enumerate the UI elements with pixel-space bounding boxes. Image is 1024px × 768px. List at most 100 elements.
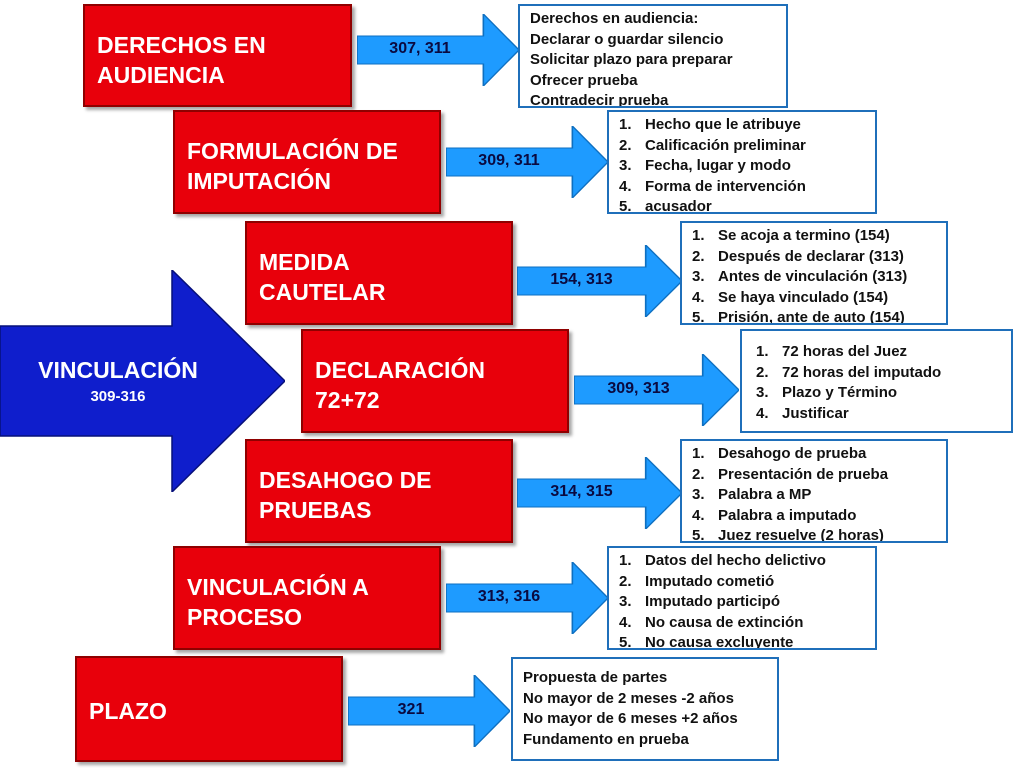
step-label-line-1: DERECHOS EN	[97, 32, 266, 58]
info-line: 5.Prisión, ante de auto (154)	[692, 309, 905, 325]
info-line: 4.Forma de intervención	[619, 177, 806, 195]
info-box-plazo: Propuesta de partes No mayor de 2 meses …	[511, 657, 779, 761]
info-line: No mayor de 6 meses +2 años	[523, 710, 738, 727]
step-label-line-2: AUDIENCIA	[97, 62, 225, 88]
info-line: 2.Imputado cometió	[619, 572, 775, 590]
step-label-line-1: MEDIDA	[259, 249, 350, 275]
article-label: 313, 316	[477, 588, 541, 605]
info-box-proceso: 1.Datos del hecho delictivo 2.Imputado c…	[607, 546, 877, 650]
article-label: 314, 315	[550, 483, 613, 500]
step-label-line-2: 72+72	[315, 387, 380, 413]
info-item-text: No causa de extinción	[645, 613, 804, 631]
info-line: 5.acusador	[619, 198, 712, 214]
step-label-line-2: PRUEBAS	[259, 497, 372, 523]
info-line: 4.Justificar	[756, 404, 849, 422]
info-item-text: 72 horas del Juez	[782, 343, 908, 360]
info-item-text: Fecha, lugar y modo	[645, 157, 791, 174]
info-line: Propuesta de partes	[523, 669, 668, 686]
info-box-desahogo: 1.Desahogo de prueba 2.Presentación de p…	[680, 439, 948, 543]
info-line: 3.Plazo y Término	[756, 384, 898, 401]
step-box-imputacion: FORMULACIÓN DE IMPUTACIÓN	[173, 110, 441, 214]
info-box-declaracion: 1.72 horas del Juez 2.72 horas del imput…	[740, 329, 1013, 433]
article-arrow-proceso: 313, 316	[446, 562, 608, 634]
info-line: 3.Palabra a MP	[692, 486, 812, 503]
info-item-text: Presentación de prueba	[718, 465, 889, 483]
info-item-text: Plazo y Término	[782, 384, 898, 401]
info-box-medida: 1.Se acoja a termino (154) 2.Después de …	[680, 221, 948, 325]
info-line: 1.Se acoja a termino (154)	[692, 227, 890, 244]
info-item-text: Palabra a MP	[718, 486, 812, 503]
info-item-text: acusador	[645, 198, 712, 214]
info-item-text: Juez resuelve (2 horas)	[718, 527, 884, 543]
info-line: 2.Calificación preliminar	[619, 136, 806, 154]
step-label-line-1: FORMULACIÓN DE	[187, 138, 398, 164]
info-line: 4.No causa de extinción	[619, 613, 804, 631]
article-label: 154, 313	[550, 271, 613, 288]
info-item-text: Se acoja a termino (154)	[718, 227, 890, 244]
step-label-line-1: PLAZO	[89, 698, 167, 724]
info-line: Derechos en audiencia:	[530, 10, 699, 27]
info-line: No mayor de 2 meses -2 años	[523, 689, 734, 707]
step-label-line-1: DECLARACIÓN	[315, 357, 485, 383]
info-item-text: 72 horas del imputado	[782, 363, 942, 381]
step-label-line-2: IMPUTACIÓN	[187, 168, 331, 194]
article-arrow-desahogo: 314, 315	[517, 457, 682, 529]
step-label-line-1: DESAHOGO DE	[259, 467, 432, 493]
info-line: 2.Presentación de prueba	[692, 465, 889, 483]
step-box-proceso: VINCULACIÓN A PROCESO	[173, 546, 441, 650]
info-item-text: Antes de vinculación (313)	[718, 268, 908, 285]
step-box-derechos: DERECHOS EN AUDIENCIA	[83, 4, 352, 107]
article-label: 307, 311	[389, 40, 451, 57]
main-arrow	[0, 270, 285, 492]
article-label: 321	[397, 701, 425, 718]
article-arrow-medida: 154, 313	[517, 245, 682, 317]
info-line: 3.Fecha, lugar y modo	[619, 157, 791, 174]
article-label: 309, 311	[478, 152, 540, 169]
info-line: Fundamento en prueba	[523, 730, 689, 748]
info-item-text: Justificar	[782, 404, 849, 422]
info-item-text: Se haya vinculado (154)	[718, 288, 889, 306]
step-box-plazo: PLAZO	[75, 656, 343, 762]
article-arrow-derechos: 307, 311	[357, 14, 519, 86]
info-line: 1.Desahogo de prueba	[692, 445, 867, 462]
step-label-line-2: CAUTELAR	[259, 279, 386, 305]
main-title: VINCULACIÓN	[38, 357, 198, 383]
info-item-text: Desahogo de prueba	[718, 445, 867, 462]
article-arrow-imputacion: 309, 311	[446, 126, 608, 198]
info-line: Contradecir prueba	[530, 92, 669, 108]
info-line: 5.Juez resuelve (2 horas)	[692, 527, 884, 543]
info-item-text: Calificación preliminar	[645, 136, 806, 154]
info-item-text: Datos del hecho delictivo	[645, 552, 826, 569]
step-label-line-2: PROCESO	[187, 604, 303, 630]
info-line: Ofrecer prueba	[530, 71, 638, 89]
info-box-derechos: Derechos en audiencia: Declarar o guarda…	[518, 4, 788, 108]
info-line: 3.Imputado participó	[619, 593, 780, 610]
step-box-medida: MEDIDA CAUTELAR	[245, 221, 513, 325]
info-item-text: Palabra a imputado	[718, 506, 857, 524]
info-line: 3.Antes de vinculación (313)	[692, 268, 908, 285]
info-item-text: Prisión, ante de auto (154)	[718, 309, 905, 325]
info-item-text: Hecho que le atribuye	[645, 116, 801, 133]
info-item-text: Imputado cometió	[645, 572, 775, 590]
info-line: 1.72 horas del Juez	[756, 343, 908, 360]
info-line: 4.Palabra a imputado	[692, 506, 857, 524]
info-line: Declarar o guardar silencio	[530, 30, 724, 48]
info-line: 2.72 horas del imputado	[756, 363, 942, 381]
info-line: 5.No causa excluyente	[619, 634, 794, 650]
step-box-desahogo: DESAHOGO DE PRUEBAS	[245, 439, 513, 543]
article-label: 309, 313	[607, 380, 670, 397]
info-line: 1.Datos del hecho delictivo	[619, 552, 826, 569]
info-line: 2.Después de declarar (313)	[692, 247, 904, 265]
info-line: 1.Hecho que le atribuye	[619, 116, 801, 133]
info-item-text: Después de declarar (313)	[718, 247, 904, 265]
info-box-imputacion: 1.Hecho que le atribuye 2.Calificación p…	[607, 110, 877, 214]
step-label-line-1: VINCULACIÓN A	[187, 574, 369, 600]
info-item-text: Forma de intervención	[645, 177, 806, 195]
info-item-text: Imputado participó	[645, 593, 780, 610]
info-item-text: No causa excluyente	[645, 634, 794, 650]
article-arrow-plazo: 321	[348, 675, 510, 747]
info-line: Solicitar plazo para preparar	[530, 51, 733, 68]
main-article-range: 309-316	[90, 388, 146, 405]
article-arrow-declaracion: 309, 313	[574, 354, 739, 426]
info-line: 4.Se haya vinculado (154)	[692, 288, 889, 306]
